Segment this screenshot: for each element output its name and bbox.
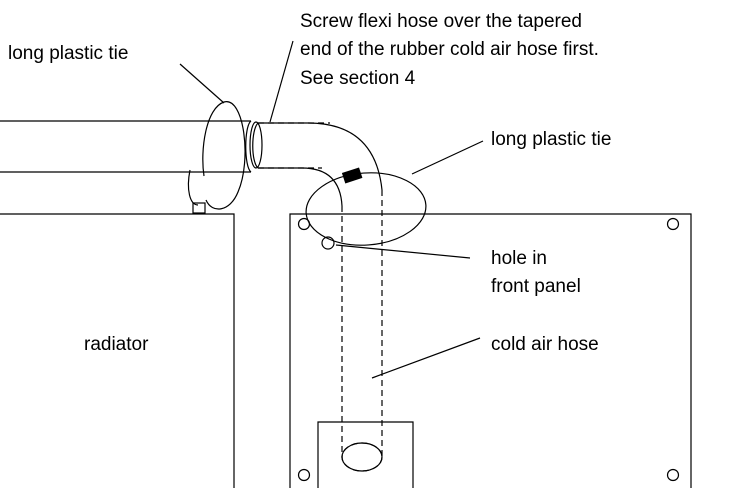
plastic-tie-left <box>187 101 246 214</box>
hose-outlet-box <box>317 421 414 488</box>
tie-clasp <box>341 167 363 184</box>
rubber-hose-hidden <box>258 122 383 472</box>
leader-cold-air-hose <box>371 337 481 379</box>
label-tie-right: long plastic tie <box>491 129 611 150</box>
leader-tie-left <box>179 63 225 104</box>
label-hole-line2: front panel <box>491 276 581 297</box>
label-cold-air-hose: cold air hose <box>491 334 599 355</box>
label-radiator: radiator <box>84 334 149 355</box>
label-tie-top-left: long plastic tie <box>8 43 128 64</box>
label-hole-line1: hole in <box>491 248 547 269</box>
leader-hole <box>335 244 471 259</box>
horizontal-air-tube <box>0 120 251 173</box>
leader-lines <box>179 40 484 379</box>
label-screw-line2: end of the rubber cold air hose first. <box>300 39 599 60</box>
leader-tie-right <box>411 140 484 175</box>
panel-screw-bottom-left <box>297 468 311 482</box>
radiator-outline <box>0 213 235 488</box>
plastic-tie-right <box>305 167 427 246</box>
hose-outlet-end <box>341 442 383 472</box>
leader-screw-note <box>269 40 294 123</box>
label-screw-line1: Screw flexi hose over the tapered <box>300 11 582 32</box>
label-screw-line3: See section 4 <box>300 68 416 89</box>
panel-screw-bottom-right <box>666 468 680 482</box>
front-panel-hole <box>321 236 335 250</box>
front-panel-outline <box>289 213 692 488</box>
panel-screw-top-right <box>666 217 680 231</box>
